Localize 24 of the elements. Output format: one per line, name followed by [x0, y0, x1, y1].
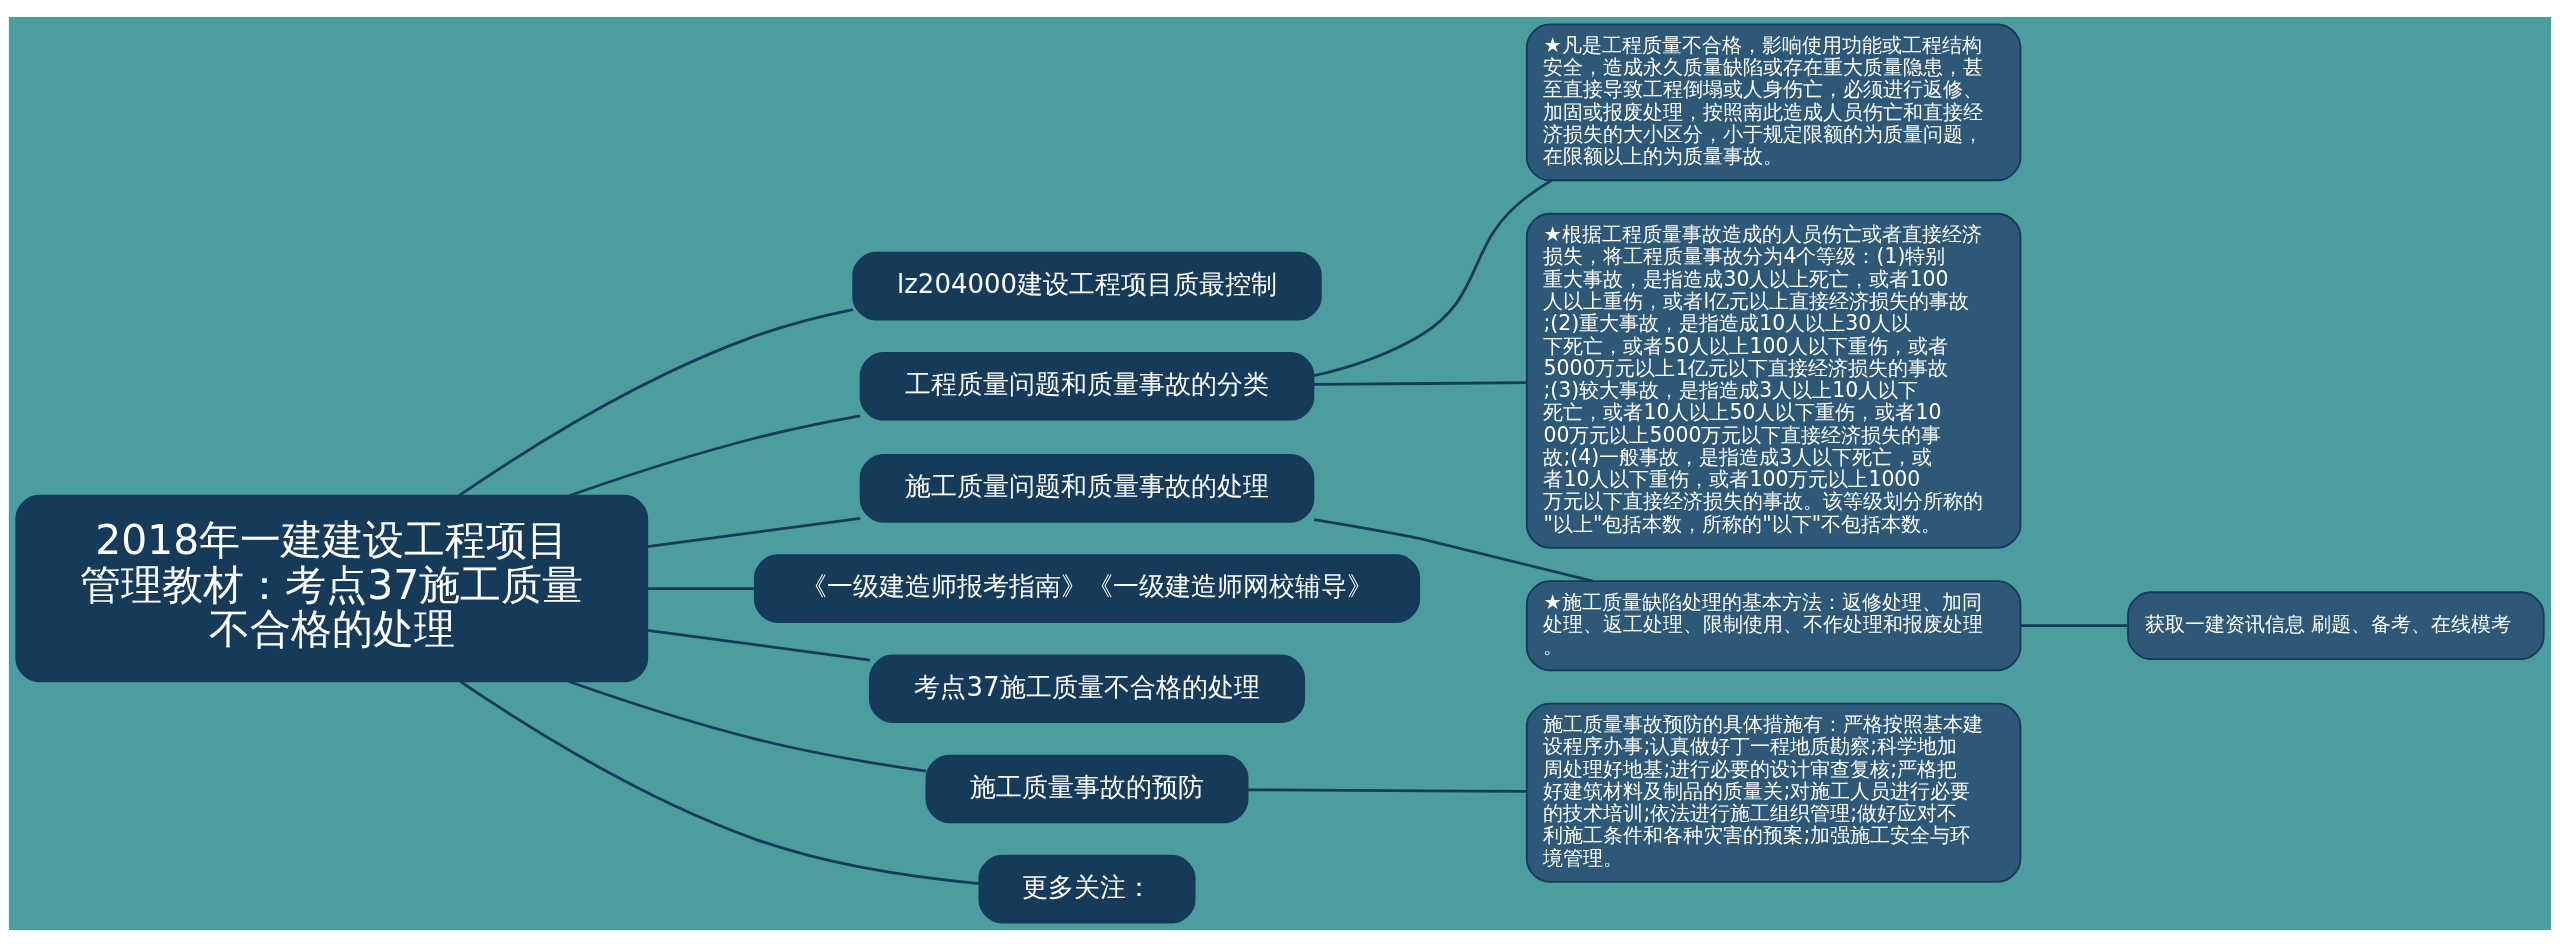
node-box: ★凡是工程质量不合格，影响使用功能或工程结构安全，造成永久质量缺陷或存在重大质量隐患，甚至直接导致工程倒塌或人身伤亡，必须进行返修、加固或报废处理，按照南此造成人员伤亡和直接经济损失的大小区分，小于规定限额的为质量问题，在限额以上的为质量事故。: [1525, 23, 2022, 182]
node-box: 2018年一建建设工程项目管理教材：考点37施工质量不合格的处理: [15, 494, 649, 683]
connector: [569, 414, 861, 497]
node-box: ★施工质量缺陷处理的基本方法：返修处理、加同处理、返工处理、限制使用、不作处理和报废处理。: [1525, 580, 2022, 672]
node-box: 更多关注：: [978, 854, 1196, 924]
node-box: 施工质量事故的预防: [925, 754, 1249, 824]
node-box: 工程质量问题和质量事故的分类: [859, 351, 1315, 421]
node-box: lz204000建设工程项目质最控制: [852, 251, 1322, 321]
connector: [647, 587, 755, 590]
connector: [1313, 381, 1527, 386]
connector: [647, 629, 870, 662]
connector: [458, 308, 854, 497]
node-box: 获取一建资讯信息 刷题、备考、在线模考: [2127, 591, 2545, 660]
connector: [2020, 624, 2128, 628]
connector: [1248, 788, 1527, 793]
connector: [1313, 179, 1553, 378]
connector: [647, 516, 861, 549]
node-box: 施工质量问题和质量事故的处理: [859, 454, 1315, 523]
node-box: ★根据工程质量事故造成的人员伤亡或者直接经济损失，将工程质量事故分为4个等级：(1)特别重大事故，是指造成30人以上死亡，或者100人以上重伤，或者l亿元以上直接经济损失的事故;(2)重大事故，是指造成10人以上30人以下死亡，或者50人以上100人以下重伤，或者5000万元以上1亿元以下直接经济损失的事故;(3)较大事故，是指造成3人以上10人以下死亡，或者10人以上50人以下重伤，或者1000万元以上5000万元以下直接经济损失的事故;(4)一般事故，是指造成3人以下死亡，或者10人以下重伤，或者100万元以上1000万元以下直接经济损失的事故。该等级划分所称的"以上"包括本数，所称的"以下"不包括本数。: [1525, 212, 2022, 549]
node-box: 考点37施工质量不合格的处理: [868, 654, 1306, 724]
node-box: 施工质量事故预防的具体措施有：严格按照基本建设程序办事;认真做好丁一程地质勘察;科学地加周处理好地基;进行必要的设计审查复核;严格把好建筑材料及制品的质量关;对施工人员进行必要的技术培训;依法进行施工组织管理;做好应对不利施工条件和各种灾害的预案;加强施工安全与环境管理。: [1525, 702, 2022, 883]
connector: [568, 680, 927, 773]
node-box: 《一级建造师报考指南》《一级建造师网校辅导》: [753, 554, 1421, 623]
connector: [460, 680, 980, 885]
